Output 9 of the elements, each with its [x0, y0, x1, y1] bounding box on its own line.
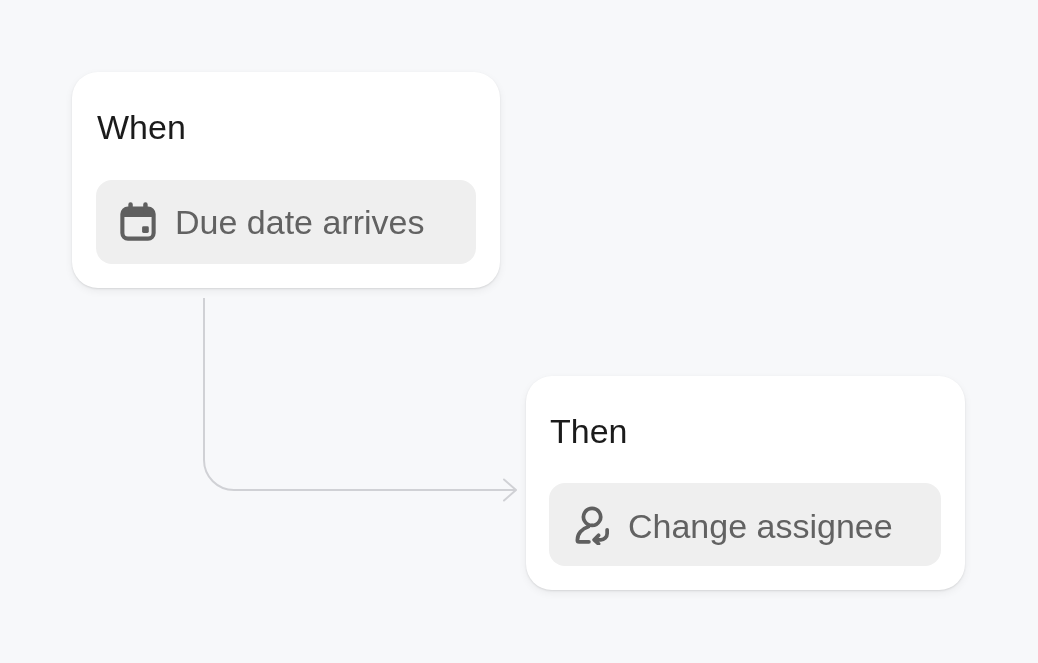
card-heading: When	[97, 107, 186, 147]
trigger-action-chip	[549, 483, 941, 566]
chip-label: Change assignee	[628, 506, 893, 546]
rule-card	[72, 72, 500, 288]
rule-card	[526, 376, 965, 590]
connector-arrow	[203, 297, 517, 502]
trigger-action-chip	[96, 180, 476, 264]
chip-label: Due date arrives	[175, 202, 425, 242]
card-heading: Then	[550, 411, 628, 451]
